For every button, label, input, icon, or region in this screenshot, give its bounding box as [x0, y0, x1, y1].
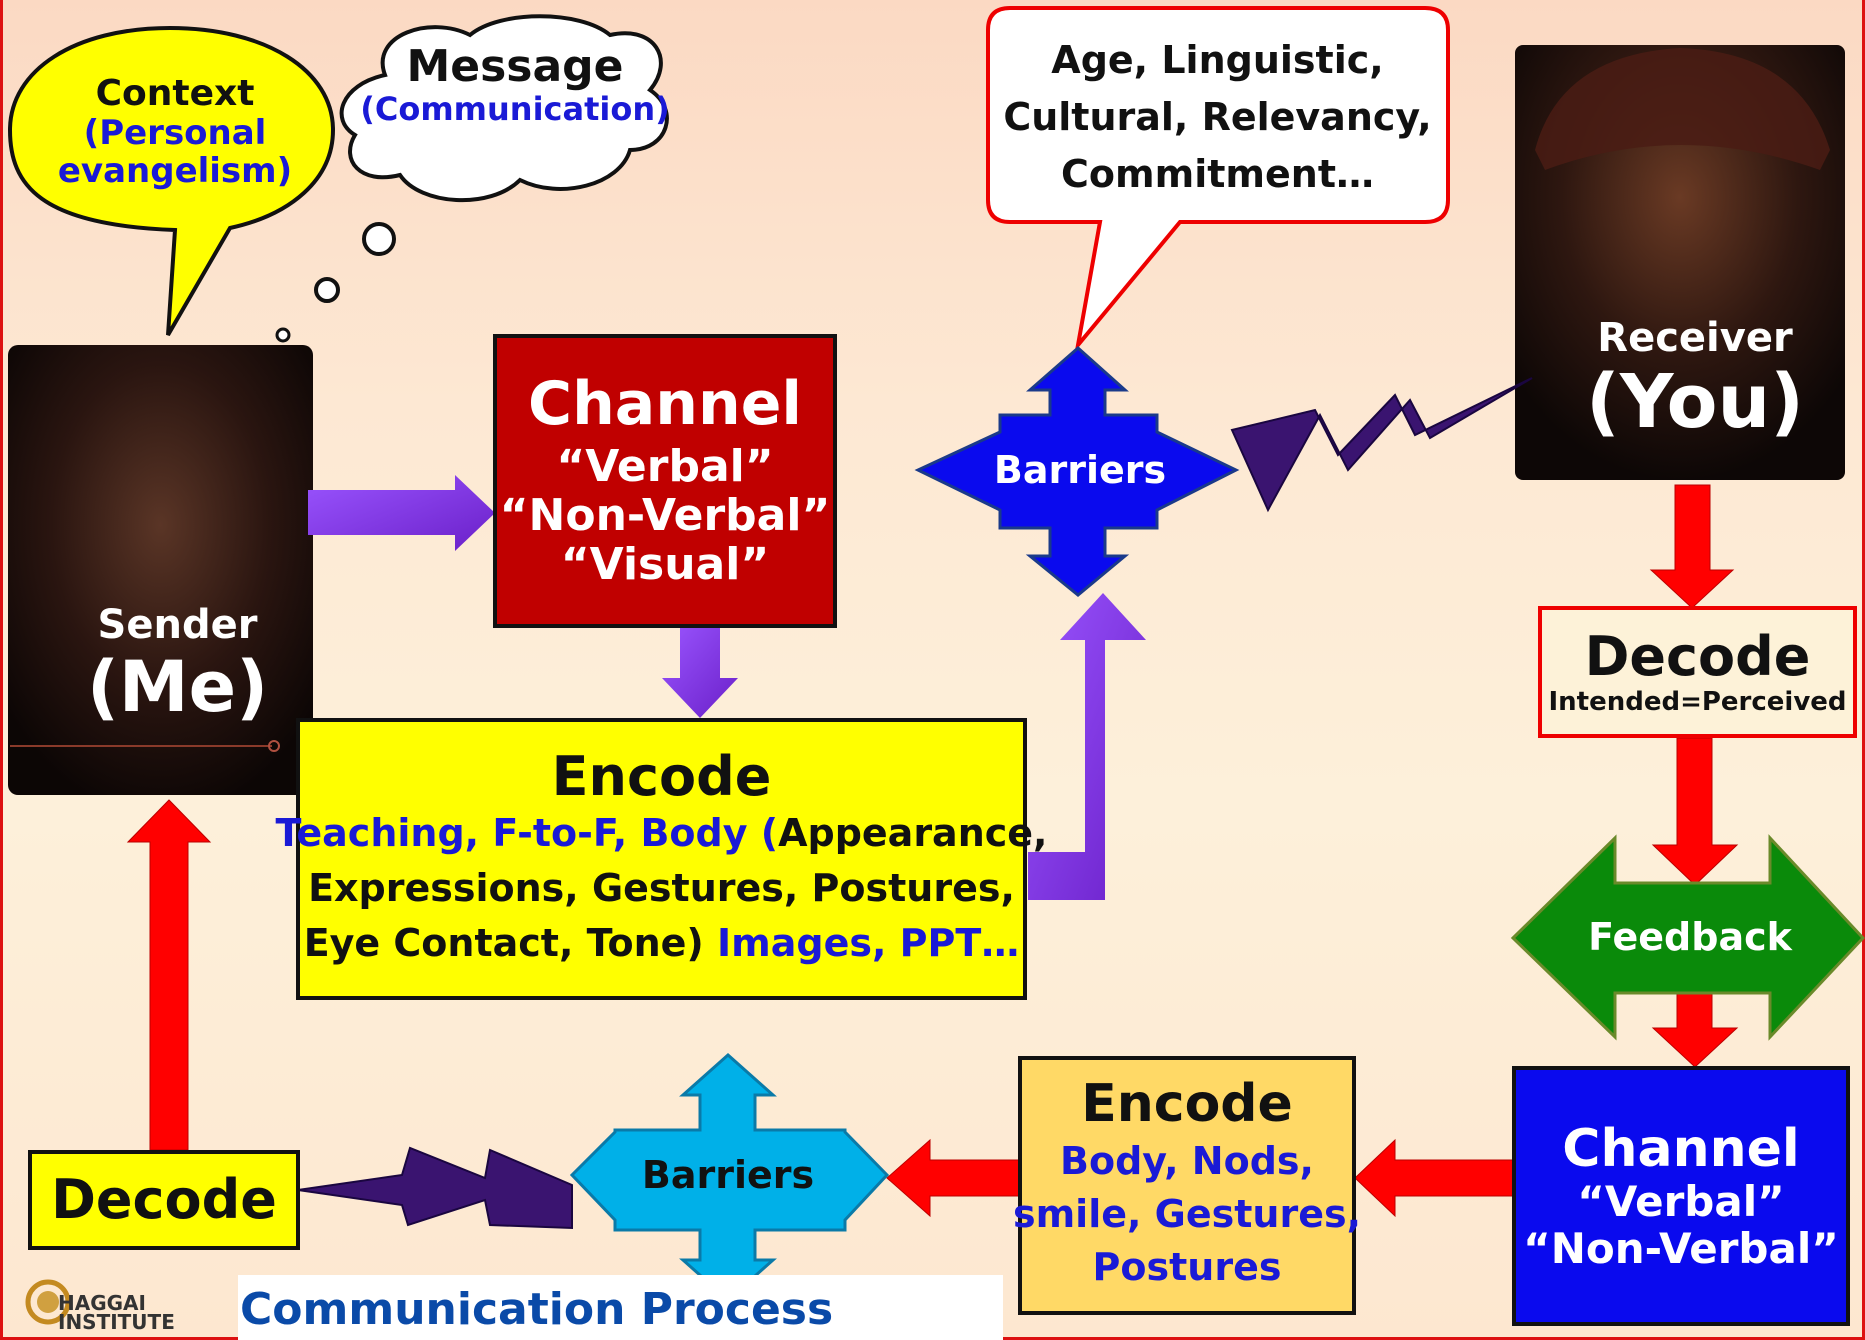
- encode-top-line1: Teaching, F-to-F, Body (Appearance,: [276, 806, 1048, 861]
- barriers-top-label: Barriers: [980, 440, 1180, 500]
- channel-top-l3: “Visual”: [560, 539, 770, 591]
- encode-top-title: Encode: [551, 744, 772, 808]
- barriers-bottom-text: Barriers: [641, 1152, 815, 1197]
- channel-top-box: [493, 334, 837, 628]
- decode-left-title: Decode: [51, 1167, 277, 1231]
- arrow-encode-to-barriers: [1028, 593, 1146, 900]
- arrow-channel-to-encode: [662, 627, 738, 718]
- decode-left-box: [28, 1150, 300, 1250]
- arrow-receiver-to-decode: [1649, 484, 1735, 609]
- channel-bottom-l1: “Verbal”: [1577, 1177, 1785, 1227]
- video-progress-knob[interactable]: [268, 740, 280, 752]
- sender-photo: [8, 345, 313, 795]
- sender-role: Sender: [97, 602, 258, 649]
- encode-bottom-title: Encode: [1081, 1074, 1293, 1135]
- thought-dot-small: [275, 327, 291, 343]
- encode-bottom-box: [1018, 1056, 1356, 1315]
- haggai-logo-icon: [25, 1279, 71, 1325]
- thought-dot-medium: [314, 277, 340, 303]
- lightning-receiver-to-barriers: [1230, 377, 1533, 513]
- haggai-logo-text: HAGGAI INSTITUTE: [58, 1290, 193, 1335]
- message-label: Message (Communication): [350, 30, 680, 140]
- context-bubble: [7, 25, 336, 337]
- sender-label: Sender (Me): [20, 585, 335, 745]
- encode-top-line3-black: Eye Contact, Tone): [303, 921, 704, 966]
- feedback-double-arrow: [1510, 834, 1865, 1041]
- arrow-channel-to-encode-bottom: [1354, 1138, 1516, 1218]
- barrier-callout-line1: Age, Linguistic,: [1051, 38, 1384, 82]
- encode-top-line3: Eye Contact, Tone) Images, PPT…: [304, 916, 1020, 971]
- encode-bottom-l3: Postures: [1092, 1245, 1282, 1290]
- barriers-bottom-label: Barriers: [628, 1145, 828, 1205]
- footer-caption-text: Communication Process: [240, 1283, 834, 1335]
- barrier-callout-line3: Commitment…: [1061, 152, 1374, 196]
- decode-right-sub: Intended=Perceived: [1548, 686, 1847, 717]
- context-sub2: evangelism): [57, 151, 293, 192]
- channel-top-l2: “Non-Verbal”: [499, 489, 831, 541]
- encode-bottom-l2: smile, Gestures,: [1012, 1192, 1362, 1237]
- receiver-role: Receiver: [1597, 315, 1793, 362]
- channel-bottom-box: [1512, 1066, 1850, 1326]
- message-cloud: [339, 14, 669, 203]
- lightning-barriers-to-decode: [297, 1146, 573, 1230]
- context-label: Context (Personal evangelism): [50, 62, 300, 202]
- channel-top-title: Channel: [528, 368, 802, 439]
- encode-top-line1-blue: Teaching, F-to-F, Body (: [275, 811, 779, 856]
- sender-name: (Me): [86, 646, 269, 729]
- channel-top-label: Channel “Verbal” “Non-Verbal” “Visual”: [497, 340, 833, 620]
- encode-top-box: [296, 718, 1027, 1000]
- arrow-decode-to-feedback: [1651, 737, 1739, 886]
- decode-right-label: Decode Intended=Perceived: [1542, 612, 1853, 732]
- decode-right-title: Decode: [1584, 625, 1811, 689]
- thought-dot-large: [362, 222, 396, 256]
- barriers-top-cross: [914, 345, 1240, 597]
- barrier-callout: [986, 6, 1450, 353]
- channel-bottom-label: Channel “Verbal” “Non-Verbal”: [1516, 1072, 1846, 1320]
- arrow-decode-to-sender: [126, 799, 212, 1151]
- feedback-label: Feedback: [1585, 905, 1795, 970]
- haggai-logo-line2: INSTITUTE: [58, 1309, 175, 1334]
- context-sub1: (Personal: [83, 113, 267, 154]
- message-title: Message: [406, 41, 624, 93]
- encode-bottom-label: Encode Body, Nods, smile, Gestures, Post…: [1013, 1062, 1361, 1308]
- receiver-name: (You): [1586, 358, 1804, 445]
- message-sub: (Communication): [360, 89, 670, 128]
- decode-right-box: [1538, 606, 1857, 738]
- encode-top-label: Encode Teaching, F-to-F, Body (Appearanc…: [276, 725, 1048, 993]
- arrow-sender-to-channel: [308, 475, 495, 551]
- caption-box: [238, 1275, 1003, 1340]
- encode-top-line2: Expressions, Gestures, Postures,: [308, 866, 1015, 911]
- channel-top-l1: “Verbal”: [556, 440, 774, 492]
- context-title: Context: [95, 72, 255, 114]
- arrow-encode-to-barriers-bottom: [886, 1138, 1021, 1218]
- barrier-callout-text: Age, Linguistic, Cultural, Relevancy, Co…: [995, 20, 1440, 215]
- receiver-label: Receiver (You): [1535, 300, 1855, 460]
- receiver-hat: [1535, 48, 1830, 170]
- decode-left-label: Decode: [32, 1155, 296, 1245]
- barriers-top-text: Barriers: [993, 447, 1167, 492]
- encode-top-line1-black: Appearance,: [778, 811, 1048, 856]
- feedback-text: Feedback: [1588, 915, 1792, 960]
- barrier-callout-line2: Cultural, Relevancy,: [1003, 95, 1432, 139]
- channel-bottom-title: Channel: [1562, 1118, 1800, 1179]
- footer-caption: Communication Process: [240, 1282, 840, 1337]
- haggai-logo-line1: HAGGAI: [58, 1290, 146, 1315]
- encode-top-line3-blue: Images, PPT…: [703, 921, 1020, 966]
- encode-bottom-l1: Body, Nods,: [1060, 1139, 1314, 1184]
- channel-bottom-l2: “Non-Verbal”: [1523, 1224, 1839, 1274]
- arrow-feedback-to-channel: [1651, 989, 1739, 1068]
